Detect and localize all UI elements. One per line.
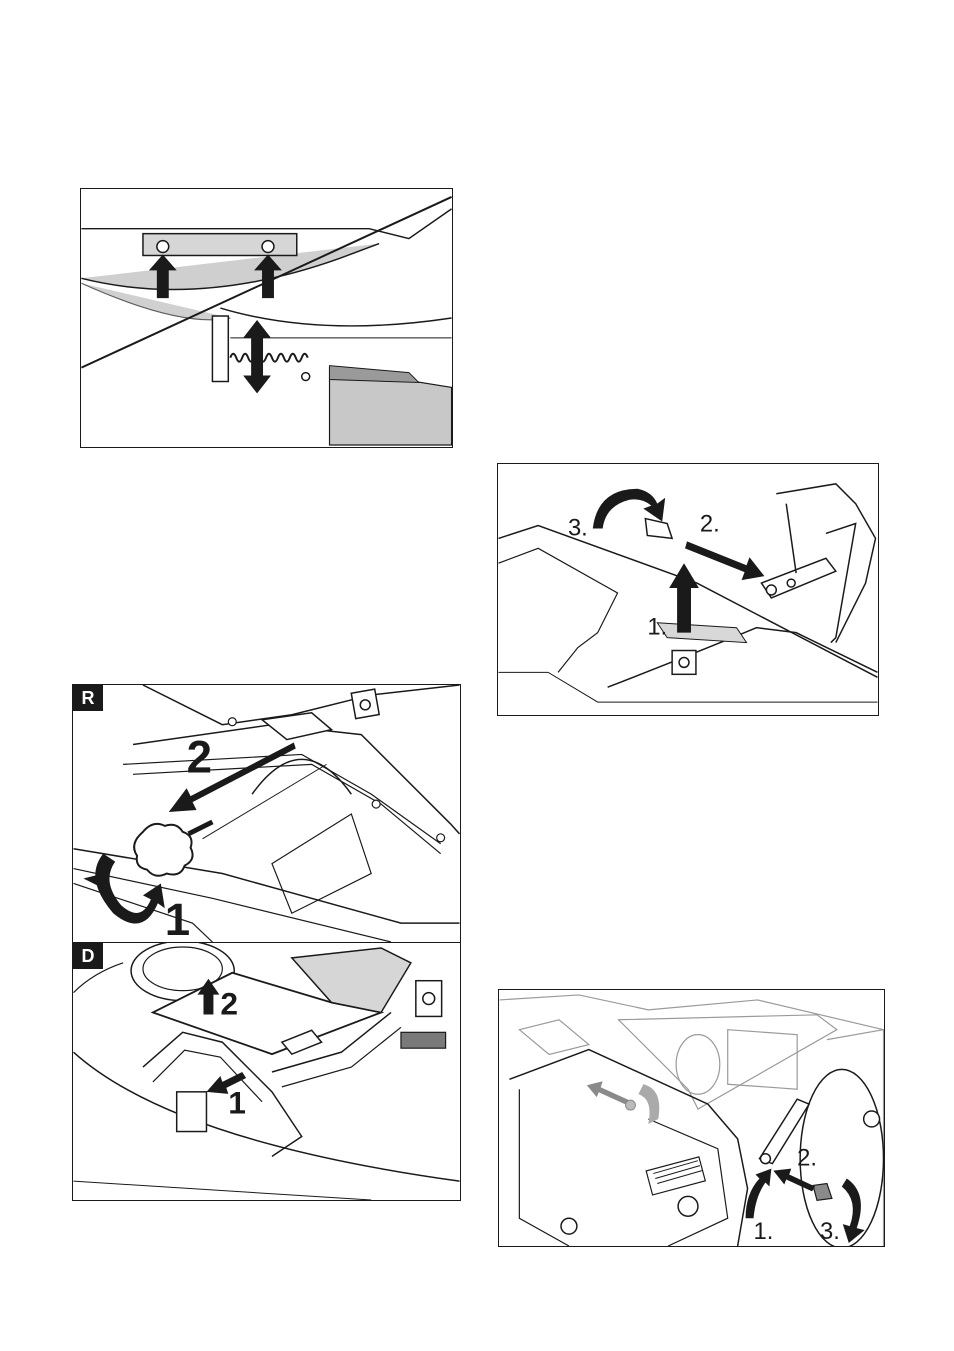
- figure-remove-pin-illustration: 3. 2. 1.: [498, 464, 878, 715]
- figure-insert-pin-illustration: 2. 1. 3.: [499, 990, 884, 1246]
- step-3-label: 3.: [820, 1218, 840, 1245]
- step-2-label: 2: [187, 731, 212, 782]
- screw-right-icon: [262, 241, 274, 253]
- step-1-label: 1.: [754, 1218, 774, 1245]
- step-3-label: 3.: [568, 514, 588, 541]
- figure-r-illustration: 2 1: [73, 685, 460, 942]
- step-2-label: 2.: [700, 510, 720, 537]
- figure-d-illustration: 2 1: [73, 943, 460, 1200]
- screw-left-icon: [157, 241, 169, 253]
- step-1-label: 1: [165, 894, 190, 942]
- figure-screws-spring-illustration: [81, 189, 452, 447]
- step-1-label: 1: [228, 1085, 246, 1121]
- figure-screws-spring: [80, 188, 453, 448]
- figure-d-cover: D 2 1: [72, 942, 461, 1201]
- step-2-label: 2: [220, 985, 238, 1021]
- step-2-label: 2.: [797, 1145, 817, 1172]
- arrow-up-icon: [669, 563, 699, 632]
- figure-r-knob: R 2 1: [72, 684, 461, 943]
- figure-insert-pin: 2. 1. 3.: [498, 989, 885, 1247]
- star-knob-icon: [134, 824, 192, 876]
- figure-remove-pin: 3. 2. 1.: [497, 463, 879, 716]
- arrow-up-icon: [746, 1169, 772, 1219]
- figure-tag: R: [73, 685, 103, 711]
- figure-tag: D: [73, 943, 103, 969]
- step-1-label: 1.: [647, 614, 667, 641]
- arrow-right-icon: [685, 541, 764, 580]
